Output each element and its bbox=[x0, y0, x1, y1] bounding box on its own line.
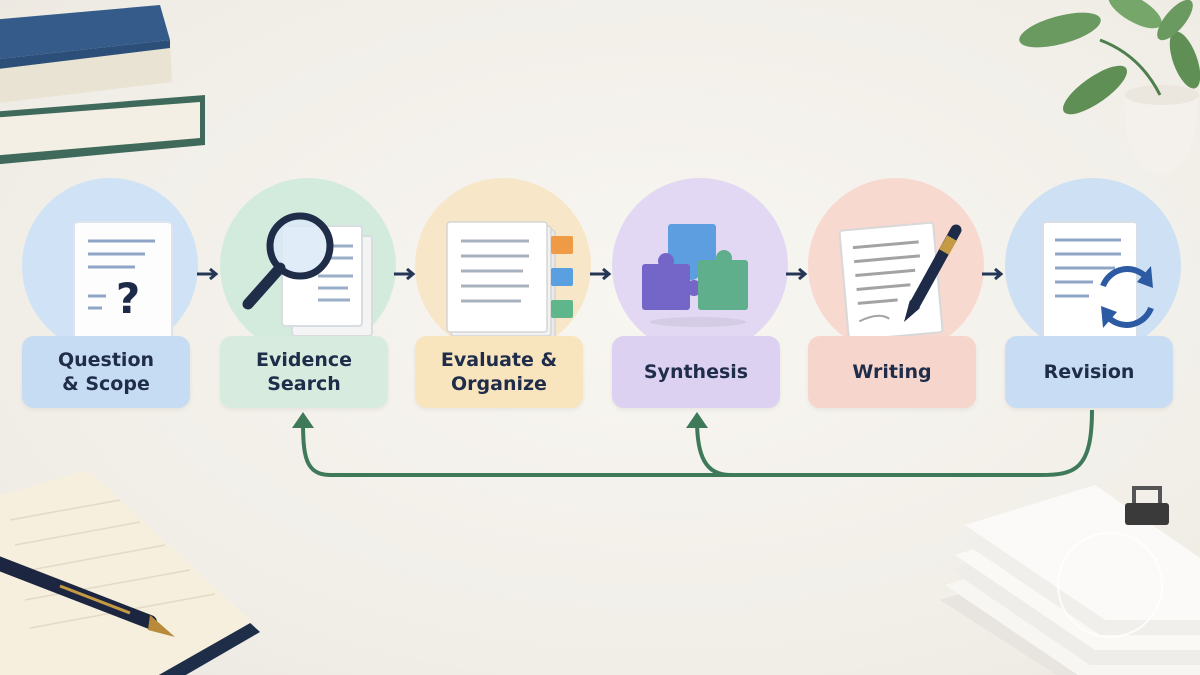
stage-label: Revision bbox=[1005, 336, 1173, 408]
question-document-icon: ? bbox=[73, 221, 173, 336]
stage-label: Evidence Search bbox=[220, 336, 388, 408]
stage-label: Synthesis bbox=[612, 336, 780, 408]
svg-text:?: ? bbox=[116, 274, 140, 323]
stage-evidence-search: Evidence Search bbox=[220, 178, 396, 418]
puzzle-pieces-icon bbox=[642, 224, 748, 327]
feedback-loop bbox=[292, 409, 1094, 477]
arrow-right-icon bbox=[394, 268, 416, 280]
magnifier-documents-icon bbox=[242, 212, 373, 336]
books-stack-icon bbox=[0, 5, 205, 165]
arrow-right-icon bbox=[590, 268, 612, 280]
stage-label: Question & Scope bbox=[22, 336, 190, 408]
arrow-right-icon bbox=[982, 268, 1004, 280]
stage-label: Evaluate & Organize bbox=[415, 336, 583, 408]
stage-label: Writing bbox=[808, 336, 976, 408]
tabbed-notes-icon bbox=[446, 221, 573, 336]
stage-writing: Writing bbox=[808, 178, 984, 418]
document-refresh-icon bbox=[1042, 221, 1154, 336]
notebook-icon bbox=[0, 470, 260, 675]
paper-stack-icon bbox=[940, 485, 1200, 675]
arrow-right-icon bbox=[786, 268, 808, 280]
pen-icon bbox=[0, 556, 175, 637]
stage-revision: Revision bbox=[1005, 178, 1181, 418]
stage-question-scope: ? Question & Scope bbox=[22, 178, 198, 418]
stage-synthesis: Synthesis bbox=[612, 178, 788, 418]
arrow-right-icon bbox=[197, 268, 219, 280]
potted-plant-icon bbox=[1019, 0, 1200, 175]
document-pen-icon bbox=[838, 221, 962, 336]
stage-evaluate-organize: Evaluate & Organize bbox=[415, 178, 591, 418]
